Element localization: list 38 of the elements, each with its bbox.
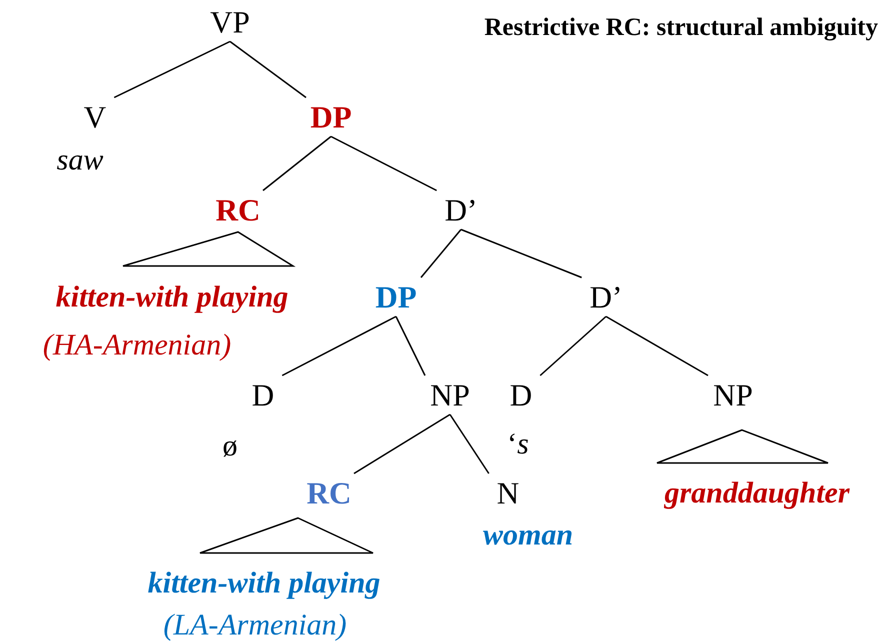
- diagram-title: Restrictive RC: structural ambiguity: [484, 14, 878, 42]
- terminal-word: woman: [482, 518, 574, 552]
- branch-line: [330, 136, 437, 192]
- branch-line: [606, 316, 708, 376]
- branch-line: [354, 414, 450, 474]
- branch-line: [449, 414, 490, 474]
- tree-label: V: [76, 98, 114, 136]
- terminal-word: granddaughter: [664, 476, 850, 510]
- language-note: (HA-Armenian): [42, 328, 232, 362]
- language-note: (LA-Armenian): [163, 608, 347, 642]
- roof-triangle: [122, 231, 296, 267]
- terminal-phrase: kitten-with playing: [56, 280, 288, 314]
- terminal-word: saw: [56, 144, 104, 176]
- branch-line: [114, 40, 230, 98]
- branch-line: [420, 229, 462, 278]
- tree-label: D: [502, 376, 540, 414]
- branch-line: [395, 316, 426, 376]
- branch-line: [262, 136, 332, 192]
- tree-label: VP: [202, 2, 258, 42]
- tree-label: NP: [705, 376, 761, 414]
- terminal-word: ‘s: [507, 428, 529, 460]
- branch-line: [460, 228, 582, 278]
- tree-label: D: [244, 376, 282, 414]
- branch-line: [282, 316, 396, 376]
- branch-line: [540, 316, 606, 376]
- tree-label: DP: [367, 278, 425, 316]
- tree-label: D’: [582, 278, 630, 316]
- terminal-phrase: kitten-with playing: [148, 566, 380, 600]
- roof-triangle: [656, 429, 829, 464]
- tree-label: D’: [436, 190, 486, 230]
- tree-label: RC: [208, 190, 268, 230]
- roof-triangle: [199, 517, 374, 554]
- tree-label: NP: [422, 376, 478, 414]
- branch-line: [230, 40, 306, 98]
- tree-label: N: [488, 474, 528, 512]
- terminal-symbol: ø: [222, 430, 238, 462]
- tree-label: RC: [298, 474, 360, 512]
- tree-label: DP: [302, 98, 360, 136]
